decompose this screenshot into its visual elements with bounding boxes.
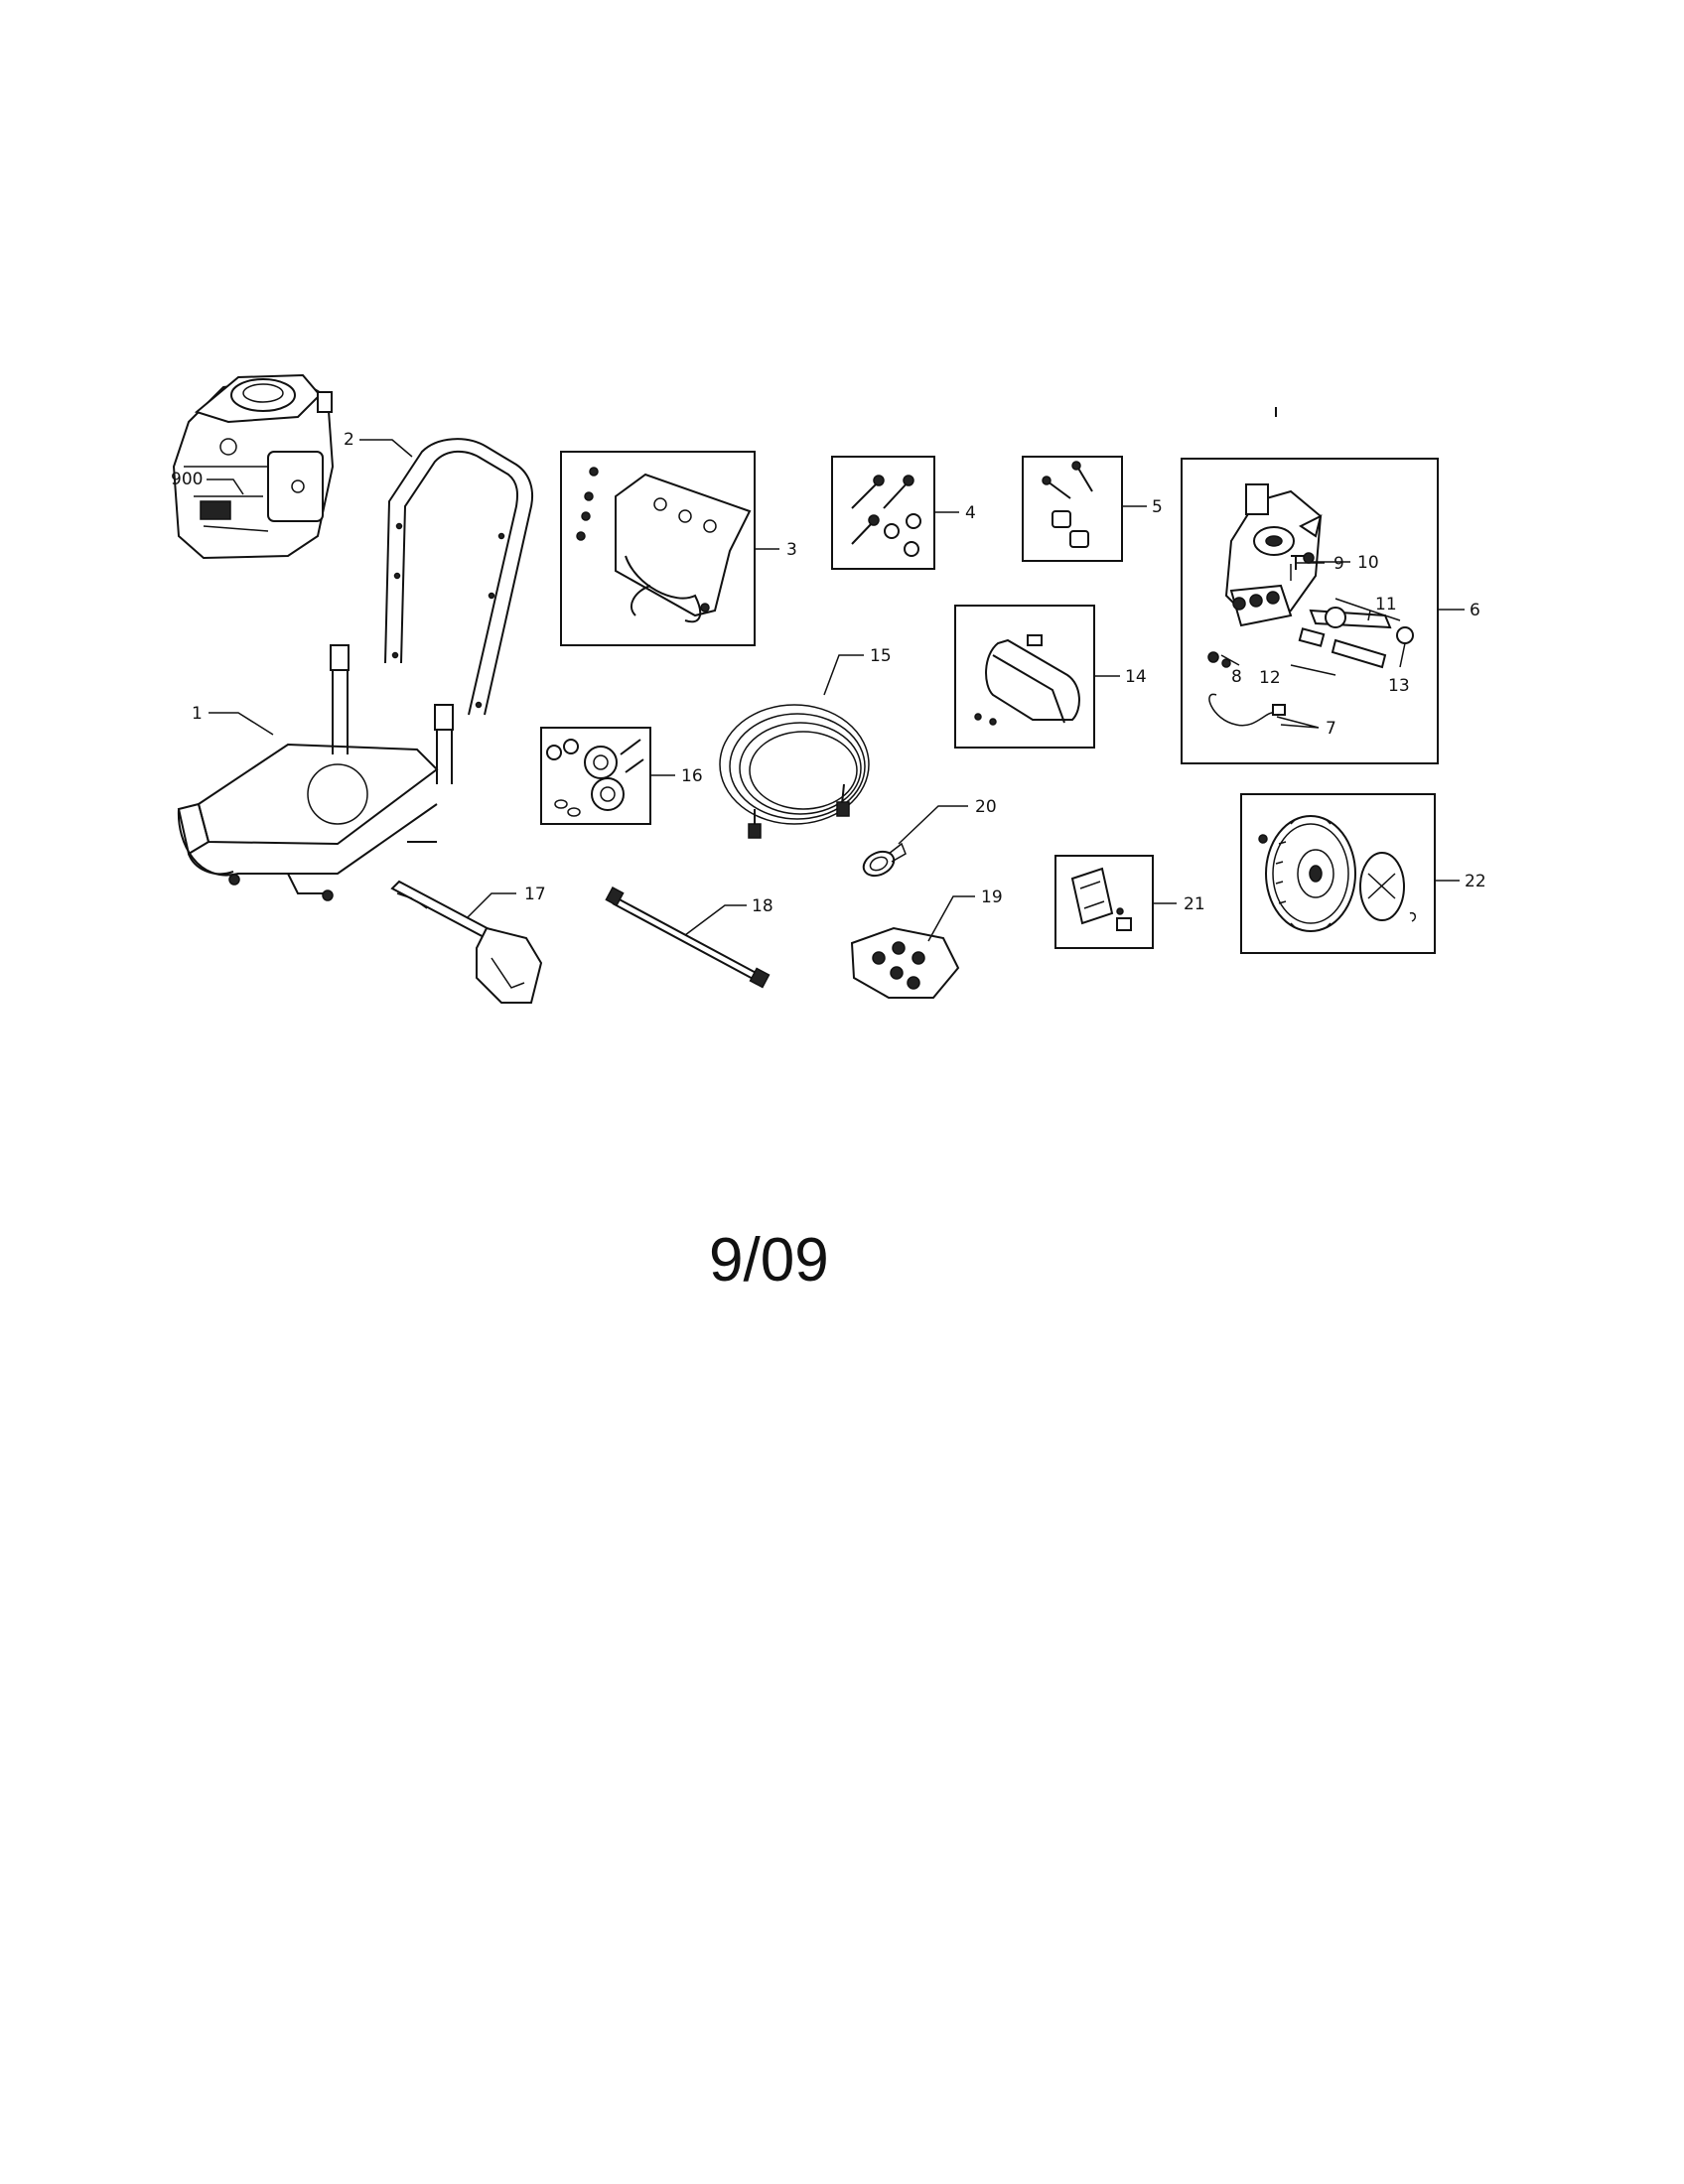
callout-label-19: 19 bbox=[981, 887, 1003, 907]
callout-label-16: 16 bbox=[681, 766, 703, 786]
spray-gun-part-17 bbox=[390, 880, 543, 1004]
wheel-hardware-part-16 bbox=[546, 739, 644, 817]
callout-10: 10 bbox=[1303, 552, 1379, 573]
callout-7: 7 bbox=[1276, 716, 1336, 739]
callout-14: 14 bbox=[1094, 667, 1147, 687]
lance-part-18 bbox=[605, 886, 771, 989]
callout-label-22: 22 bbox=[1465, 872, 1486, 891]
callout-label-7: 7 bbox=[1326, 719, 1336, 739]
part-box-4 bbox=[831, 456, 935, 570]
callout-22: 22 bbox=[1435, 872, 1486, 891]
callout-18: 18 bbox=[684, 896, 773, 936]
callout-label-8: 8 bbox=[1231, 667, 1242, 687]
frame-base-part-1 bbox=[177, 644, 454, 901]
callout-2: 2 bbox=[344, 430, 413, 458]
handle-part-2 bbox=[384, 438, 534, 716]
callout-19: 19 bbox=[927, 887, 1003, 942]
pump-part-6 bbox=[1207, 407, 1414, 727]
part-box-22 bbox=[1240, 793, 1436, 954]
callout-label-17: 17 bbox=[524, 885, 546, 904]
callout-3: 3 bbox=[755, 540, 797, 560]
hose-part-15 bbox=[719, 704, 870, 839]
callout-label-13: 13 bbox=[1388, 676, 1410, 696]
callout-label-18: 18 bbox=[752, 896, 773, 916]
part-box-21 bbox=[1054, 855, 1154, 949]
wheel-part-22 bbox=[1258, 815, 1417, 932]
hardware-part-5 bbox=[1042, 461, 1093, 548]
callout-label-10: 10 bbox=[1357, 553, 1379, 573]
callout-15: 15 bbox=[823, 646, 892, 696]
callout-label-12: 12 bbox=[1259, 668, 1281, 688]
callout-label-4: 4 bbox=[965, 503, 976, 523]
callout-21: 21 bbox=[1153, 894, 1205, 914]
callout-16: 16 bbox=[650, 766, 703, 786]
callout-label-11: 11 bbox=[1375, 595, 1397, 614]
nozzle-pack-part-19 bbox=[850, 926, 960, 999]
callout-label-9: 9 bbox=[1333, 554, 1344, 574]
callout-label-14: 14 bbox=[1125, 667, 1147, 687]
part-box-5 bbox=[1022, 456, 1123, 562]
callout-label-6: 6 bbox=[1470, 601, 1480, 620]
callout-11: 11 bbox=[1334, 595, 1401, 621]
part-box-6 bbox=[1181, 458, 1439, 764]
callout-label-5: 5 bbox=[1152, 497, 1163, 517]
callout-1: 1 bbox=[192, 704, 274, 736]
callout-label-21: 21 bbox=[1184, 894, 1205, 914]
engine-part-900 bbox=[172, 373, 335, 560]
callout-12: 12 bbox=[1259, 664, 1336, 688]
bolts-part-4 bbox=[851, 475, 921, 557]
callout-13: 13 bbox=[1388, 642, 1410, 696]
callout-label-3: 3 bbox=[786, 540, 797, 560]
engine-mount-part-3 bbox=[576, 467, 752, 623]
bracket-part-21 bbox=[1070, 867, 1132, 931]
callout-900: 900 bbox=[171, 470, 244, 495]
callout-label-20: 20 bbox=[975, 797, 997, 817]
callout-17: 17 bbox=[466, 885, 546, 919]
callout-label-1: 1 bbox=[192, 704, 203, 724]
revision-date: 9/09 bbox=[709, 1226, 829, 1295]
callout-4: 4 bbox=[934, 503, 976, 523]
callout-label-15: 15 bbox=[870, 646, 892, 666]
callout-5: 5 bbox=[1122, 497, 1163, 517]
callout-8: 8 bbox=[1220, 654, 1242, 687]
callout-6: 6 bbox=[1438, 601, 1480, 620]
shroud-part-14 bbox=[974, 634, 1080, 726]
callout-20: 20 bbox=[898, 797, 997, 845]
callout-label-2: 2 bbox=[344, 430, 354, 450]
callout-label-900: 900 bbox=[171, 470, 203, 489]
cap-part-20 bbox=[862, 842, 907, 878]
